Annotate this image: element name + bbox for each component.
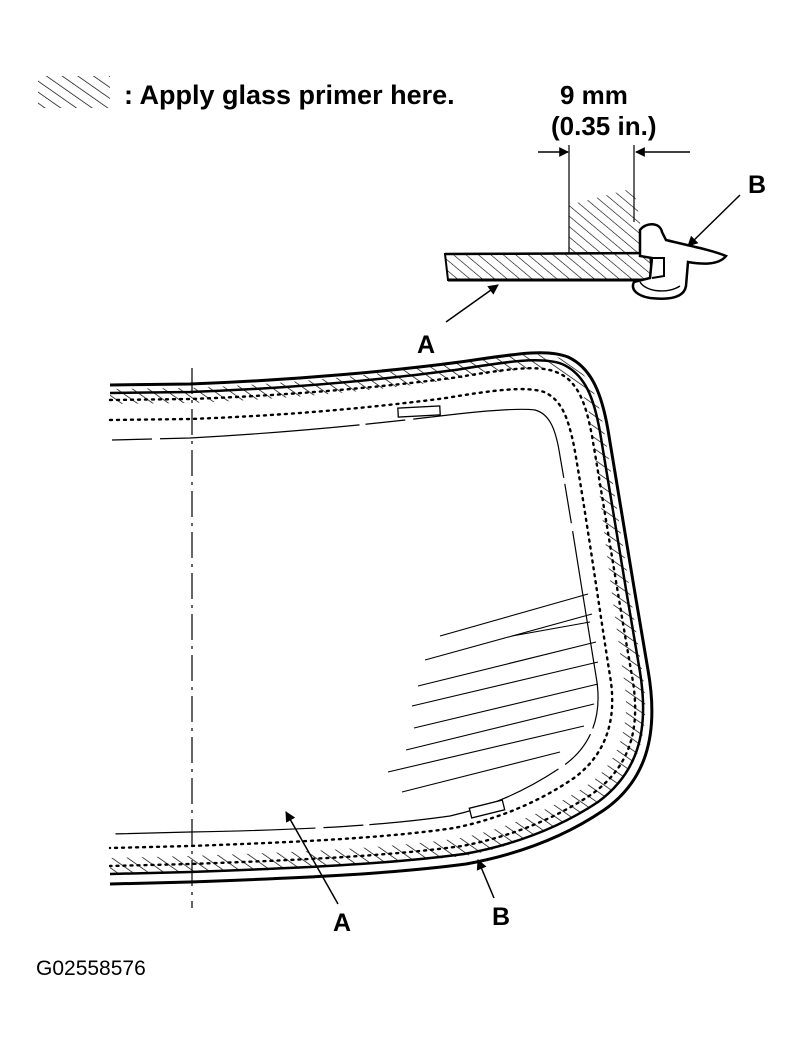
legend-hatch-swatch	[38, 76, 110, 108]
dimension-imperial: (0.35 in.)	[551, 111, 657, 141]
molding-outer-edge	[109, 351, 654, 886]
figure-code: G02558576	[36, 957, 146, 980]
callout-b-main: B	[492, 903, 511, 931]
molding-inner-edge	[109, 358, 645, 876]
callout-a-detail: A	[417, 331, 436, 359]
primer-inner-dotted	[108, 387, 614, 850]
molding-section	[631, 223, 729, 300]
detail-leader-a	[445, 284, 499, 323]
detail-leader-b	[687, 194, 741, 247]
main-leader-a	[285, 811, 339, 905]
primer-outer-dotted	[108, 367, 637, 868]
callout-b-detail: B	[748, 171, 767, 199]
glass-inner-edge	[111, 408, 599, 835]
spacer-tab-top	[397, 405, 441, 418]
legend-label: : Apply glass primer here.	[124, 80, 455, 110]
primer-region-detail	[569, 188, 642, 253]
cross-section-detail	[443, 145, 741, 323]
glass-reflection-lines	[387, 593, 599, 793]
spacer-tab-bottom	[468, 799, 506, 819]
callout-a-main: A	[333, 909, 352, 937]
windshield-corner-view	[108, 351, 654, 908]
glass-panel-section	[443, 251, 654, 281]
main-leader-b	[476, 859, 495, 899]
dimension-metric: 9 mm	[560, 80, 628, 110]
